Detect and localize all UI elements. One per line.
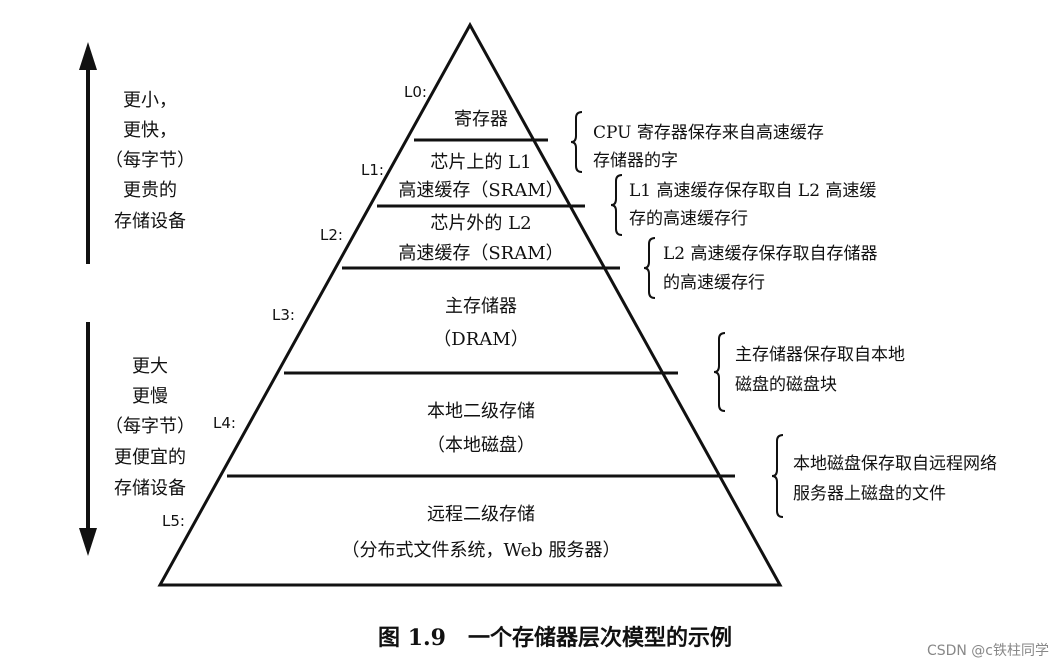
side-bottom-line-4: 更便宜的 <box>114 447 186 468</box>
note-l3-line-2: 磁盘的磁盘块 <box>735 375 837 395</box>
note-l3-line-1: 主存储器保存取自本地 <box>735 345 905 365</box>
brace-l4 <box>771 434 784 518</box>
side-bottom-line-2: 更慢 <box>132 386 168 407</box>
side-top-line-3: （每字节） <box>105 150 195 171</box>
level-id-l2: L2: <box>320 226 343 244</box>
note-l0-line-2: 存储器的字 <box>593 151 678 171</box>
side-top-line-5: 存储设备 <box>114 211 186 232</box>
level-id-l5: L5: <box>162 512 185 530</box>
side-bottom-line-1: 更大 <box>132 356 168 377</box>
level-id-l1: L1: <box>361 161 384 179</box>
layer-l3-line-1: 主存储器 <box>445 296 517 317</box>
side-top-line-1: 更小， <box>123 90 177 111</box>
figure-caption: 图 1.9 一个存储器层次模型的示例 <box>378 625 732 651</box>
side-top-line-2: 更快， <box>123 120 177 141</box>
brace-l1 <box>610 174 623 236</box>
layer-l5-line-2: （分布式文件系统，Web 服务器） <box>342 540 621 561</box>
layer-l4-line-1: 本地二级存储 <box>427 401 535 422</box>
brace-l3 <box>713 332 726 412</box>
arrow-up-head <box>79 42 97 70</box>
pyramid-outline <box>157 21 783 587</box>
layer-l2-line-1: 芯片外的 L2 <box>430 213 531 234</box>
level-id-l3: L3: <box>272 306 295 324</box>
note-l4-line-1: 本地磁盘保存取自远程网络 <box>793 454 997 474</box>
brace-l0 <box>570 111 583 173</box>
layer-l0-line-1: 寄存器 <box>454 109 508 130</box>
note-l1-line-2: 存的高速缓存行 <box>629 209 748 229</box>
layer-l4-line-2: （本地磁盘） <box>427 435 535 456</box>
layer-l5-line-1: 远程二级存储 <box>427 504 535 525</box>
brace-l2 <box>643 237 656 299</box>
watermark: CSDN @c铁柱同学 <box>927 643 1049 659</box>
layer-l1-line-2: 高速缓存（SRAM） <box>398 180 563 201</box>
layer-l3-line-2: （DRAM） <box>433 329 528 350</box>
note-l2-line-2: 的高速缓存行 <box>663 273 765 293</box>
level-id-l0: L0: <box>404 83 427 101</box>
level-id-l4: L4: <box>213 414 236 432</box>
note-l2-line-1: L2 高速缓存保存取自存储器 <box>663 244 878 264</box>
note-l4-line-2: 服务器上磁盘的文件 <box>793 484 946 504</box>
arrow-down-head <box>79 528 97 556</box>
side-bottom-line-5: 存储设备 <box>114 478 186 499</box>
side-bottom-line-3: （每字节） <box>105 416 195 437</box>
layer-l2-line-2: 高速缓存（SRAM） <box>398 243 563 264</box>
layer-l1-line-1: 芯片上的 L1 <box>430 152 531 173</box>
note-l1-line-1: L1 高速缓存保存取自 L2 高速缓 <box>629 181 876 201</box>
side-top-line-4: 更贵的 <box>123 180 177 201</box>
note-l0-line-1: CPU 寄存器保存来自高速缓存 <box>593 123 824 143</box>
